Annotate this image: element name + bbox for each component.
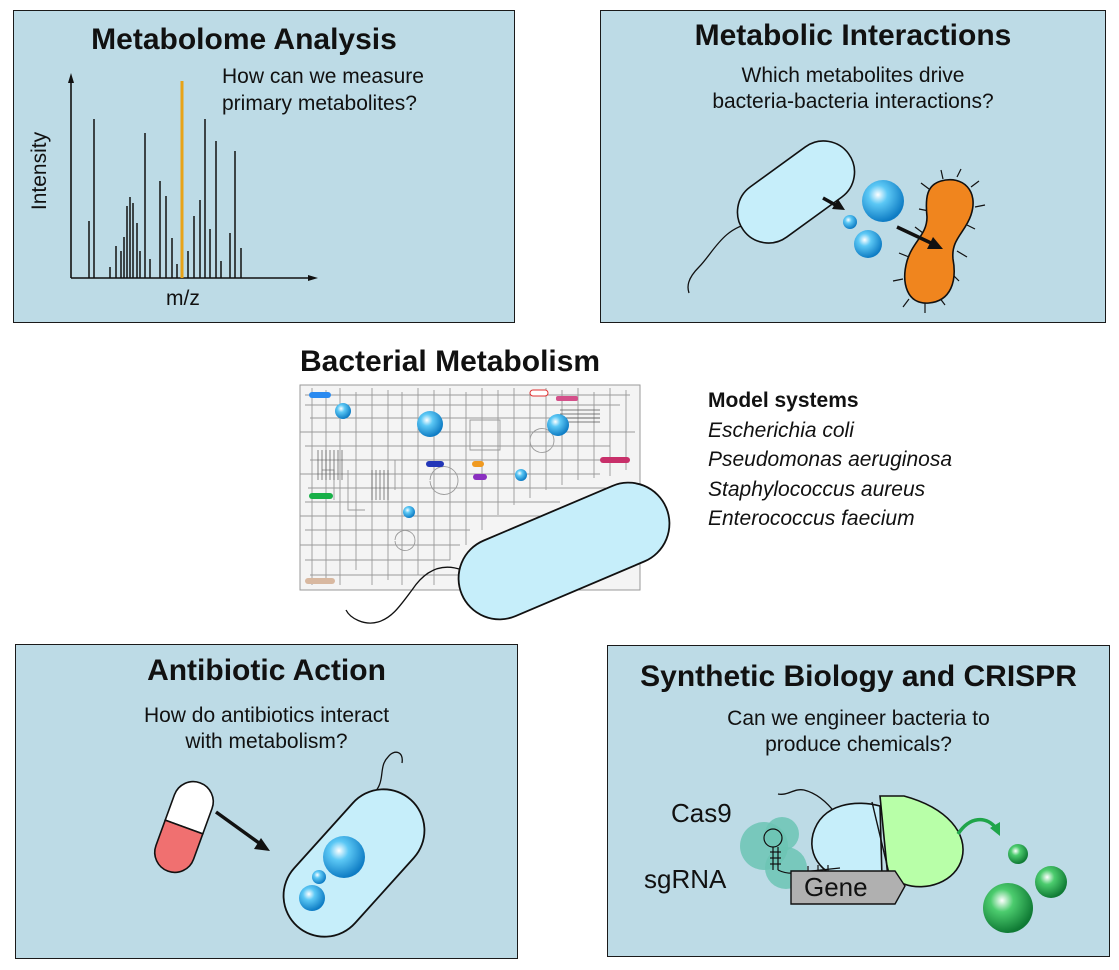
- map-label-chip: [472, 461, 484, 467]
- spectrum-peaks: [88, 119, 242, 278]
- model-systems-heading: Model systems: [708, 389, 859, 412]
- organism-item: Pseudomonas aeruginosa: [708, 448, 953, 471]
- flagellum: [687, 222, 754, 294]
- metabolite-large: [862, 180, 904, 222]
- organism-item: Staphylococcus aureus: [708, 477, 926, 501]
- map-label-chip: [305, 578, 335, 584]
- flagellum: [777, 789, 837, 815]
- product-sphere: [983, 883, 1033, 933]
- metabolite-sphere: [299, 885, 325, 911]
- metabolite-sphere: [403, 506, 415, 518]
- x-axis-label: m/z: [166, 287, 200, 310]
- map-label-chip: [556, 396, 578, 401]
- antibiotic-illustration: [153, 751, 426, 938]
- arrow-head: [254, 838, 270, 851]
- synbio-panel: Synthetic Biology and CRISPR Can we engi…: [607, 645, 1110, 957]
- capsule-pill: [153, 780, 215, 874]
- map-label-chip: [309, 392, 331, 398]
- interactions-panel: Metabolic Interactions Which metabolites…: [600, 10, 1106, 323]
- metabolite-sphere: [515, 469, 527, 481]
- bacterium-half-blue: [811, 802, 883, 881]
- x-axis-arrowhead: [308, 275, 318, 281]
- synbio-title: Synthetic Biology and CRISPR: [640, 660, 1077, 693]
- metabolite-small: [843, 215, 857, 229]
- metabolite-sphere: [547, 414, 569, 436]
- metabolome-panel: Metabolome Analysis How can we measure p…: [13, 10, 515, 323]
- metabolite-medium: [854, 230, 882, 258]
- bacterium-cell: [457, 481, 671, 621]
- map-label-chip: [600, 457, 630, 463]
- map-label-chip: [426, 461, 444, 467]
- metabolic-map: [299, 384, 641, 591]
- arrow-shaft: [896, 225, 932, 245]
- metabolome-question-line2: primary metabolites?: [222, 92, 417, 115]
- synbio-illustration: [740, 789, 1067, 933]
- output-arrow: [956, 818, 998, 836]
- metabolite-sphere: [323, 836, 365, 878]
- y-axis-arrowhead: [68, 73, 74, 83]
- gene-label: Gene: [804, 872, 868, 902]
- synbio-question-line1: Can we engineer bacteria to: [727, 707, 990, 730]
- gene-arrow: [790, 870, 906, 905]
- map-label-chip: [473, 474, 487, 480]
- map-label-chip: [529, 389, 549, 397]
- orange-bacterium: [904, 178, 974, 304]
- flagellum: [373, 751, 403, 794]
- mass-spectrum: [68, 73, 318, 281]
- organism-item: Escherichia coli: [708, 418, 854, 442]
- metabolome-question: How can we measure primary metabolites?: [222, 63, 424, 117]
- metabolite-sphere: [312, 870, 326, 884]
- metabolite-sphere: [417, 411, 443, 437]
- antibiotic-question-line1: How do antibiotics interact: [143, 704, 390, 727]
- antibiotic-title: Antibiotic Action: [147, 654, 386, 687]
- map-label-chip: [309, 493, 333, 499]
- center-title: Bacterial Metabolism: [300, 345, 601, 378]
- interactions-title: Metabolic Interactions: [694, 19, 1012, 52]
- arrow-shaft: [214, 810, 261, 845]
- antibiotic-panel: Antibiotic Action How do antibiotics int…: [15, 644, 518, 959]
- metabolome-title: Metabolome Analysis: [91, 23, 397, 56]
- cas9-label: Cas9: [671, 798, 732, 828]
- model-systems: Model systems Escherichia coli Pseudomon…: [708, 386, 952, 534]
- interactions-illustration: [687, 140, 986, 313]
- antibiotic-question-line2: with metabolism?: [185, 730, 348, 753]
- product-sphere: [1035, 866, 1067, 898]
- metabolome-question-line1: How can we measure: [222, 65, 424, 88]
- synbio-question-line2: produce chemicals?: [765, 733, 952, 756]
- interactions-question-line2: bacteria-bacteria interactions?: [712, 90, 994, 113]
- metabolite-sphere: [335, 403, 351, 419]
- cas9-protein: [765, 817, 799, 851]
- bacterium-half-green: [879, 795, 964, 888]
- flagellum: [345, 566, 463, 624]
- blue-bacterium: [736, 140, 856, 244]
- output-arrowhead: [990, 822, 1000, 836]
- arrow-head: [927, 237, 943, 249]
- interactions-question-line1: Which metabolites drive: [741, 64, 965, 87]
- product-sphere: [1008, 844, 1028, 864]
- sgrna-label: sgRNA: [644, 864, 727, 894]
- organism-item: Enterococcus faecium: [708, 507, 915, 530]
- arrow-head: [832, 199, 845, 210]
